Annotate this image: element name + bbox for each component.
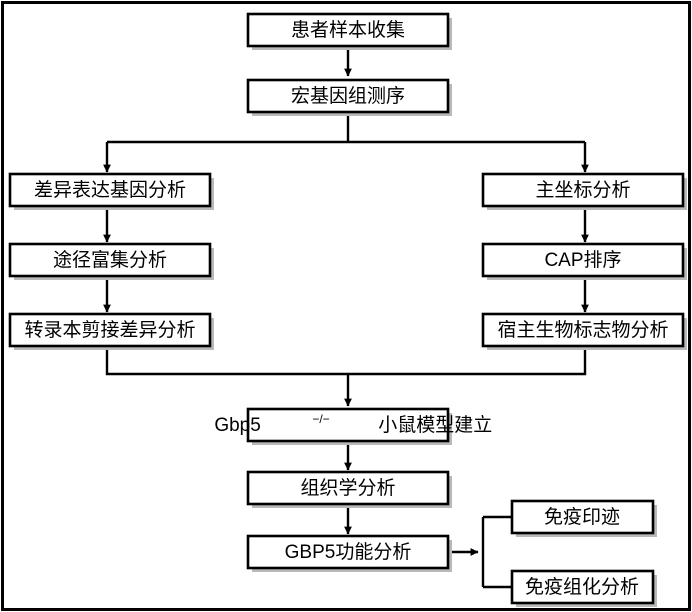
node-label-gbp5-function: GBP5功能分析 bbox=[285, 541, 412, 563]
node-pcoa[interactable]: 主坐标分析 bbox=[481, 172, 687, 210]
node-mouse-model[interactable]: Gbp5 −/− 小鼠模型建立 bbox=[167, 407, 529, 445]
node-label-sample-collection: 患者样本收集 bbox=[291, 19, 405, 41]
node-transcript-splicing[interactable]: 转录本剪接差异分析 bbox=[8, 312, 214, 350]
node-label-histology: 组织学分析 bbox=[300, 477, 395, 499]
node-label-mouse-model: Gbp5 −/− 小鼠模型建立 bbox=[167, 409, 529, 436]
node-immunohistochemistry[interactable]: 免疫组化分析 bbox=[510, 569, 657, 607]
node-label-immunohistochemistry: 免疫组化分析 bbox=[525, 576, 639, 598]
node-label-transcript-splicing: 转录本剪接差异分析 bbox=[24, 319, 195, 341]
node-host-biomarker[interactable]: 宿主生物标志物分析 bbox=[481, 312, 687, 350]
node-metagenomic-sequencing[interactable]: 宏基因组测序 bbox=[246, 78, 452, 116]
node-label-western-blot: 免疫印迹 bbox=[544, 506, 620, 528]
node-label-pcoa: 主坐标分析 bbox=[535, 179, 630, 201]
node-label-cap-ordination: CAP排序 bbox=[544, 249, 621, 271]
node-western-blot[interactable]: 免疫印迹 bbox=[510, 499, 657, 537]
node-pathway-enrichment[interactable]: 途径富集分析 bbox=[8, 242, 214, 280]
node-label-metagenomic-sequencing: 宏基因组测序 bbox=[291, 85, 405, 107]
node-label-mouse-model-superscript: −/− bbox=[312, 412, 329, 426]
node-label-mouse-model-tail: 小鼠模型建立 bbox=[378, 414, 492, 436]
node-label-host-biomarker: 宿主生物标志物分析 bbox=[497, 319, 668, 341]
node-deg-analysis[interactable]: 差异表达基因分析 bbox=[8, 172, 214, 210]
node-gbp5-function[interactable]: GBP5功能分析 bbox=[246, 534, 452, 572]
node-label-mouse-model-main: Gbp5 bbox=[214, 415, 260, 436]
node-cap-ordination[interactable]: CAP排序 bbox=[481, 242, 687, 280]
node-histology[interactable]: 组织学分析 bbox=[246, 470, 452, 508]
node-sample-collection[interactable]: 患者样本收集 bbox=[246, 12, 452, 50]
node-label-deg-analysis: 差异表达基因分析 bbox=[34, 179, 186, 201]
node-label-pathway-enrichment: 途径富集分析 bbox=[53, 249, 167, 271]
connector-merge-bus bbox=[105, 346, 587, 376]
